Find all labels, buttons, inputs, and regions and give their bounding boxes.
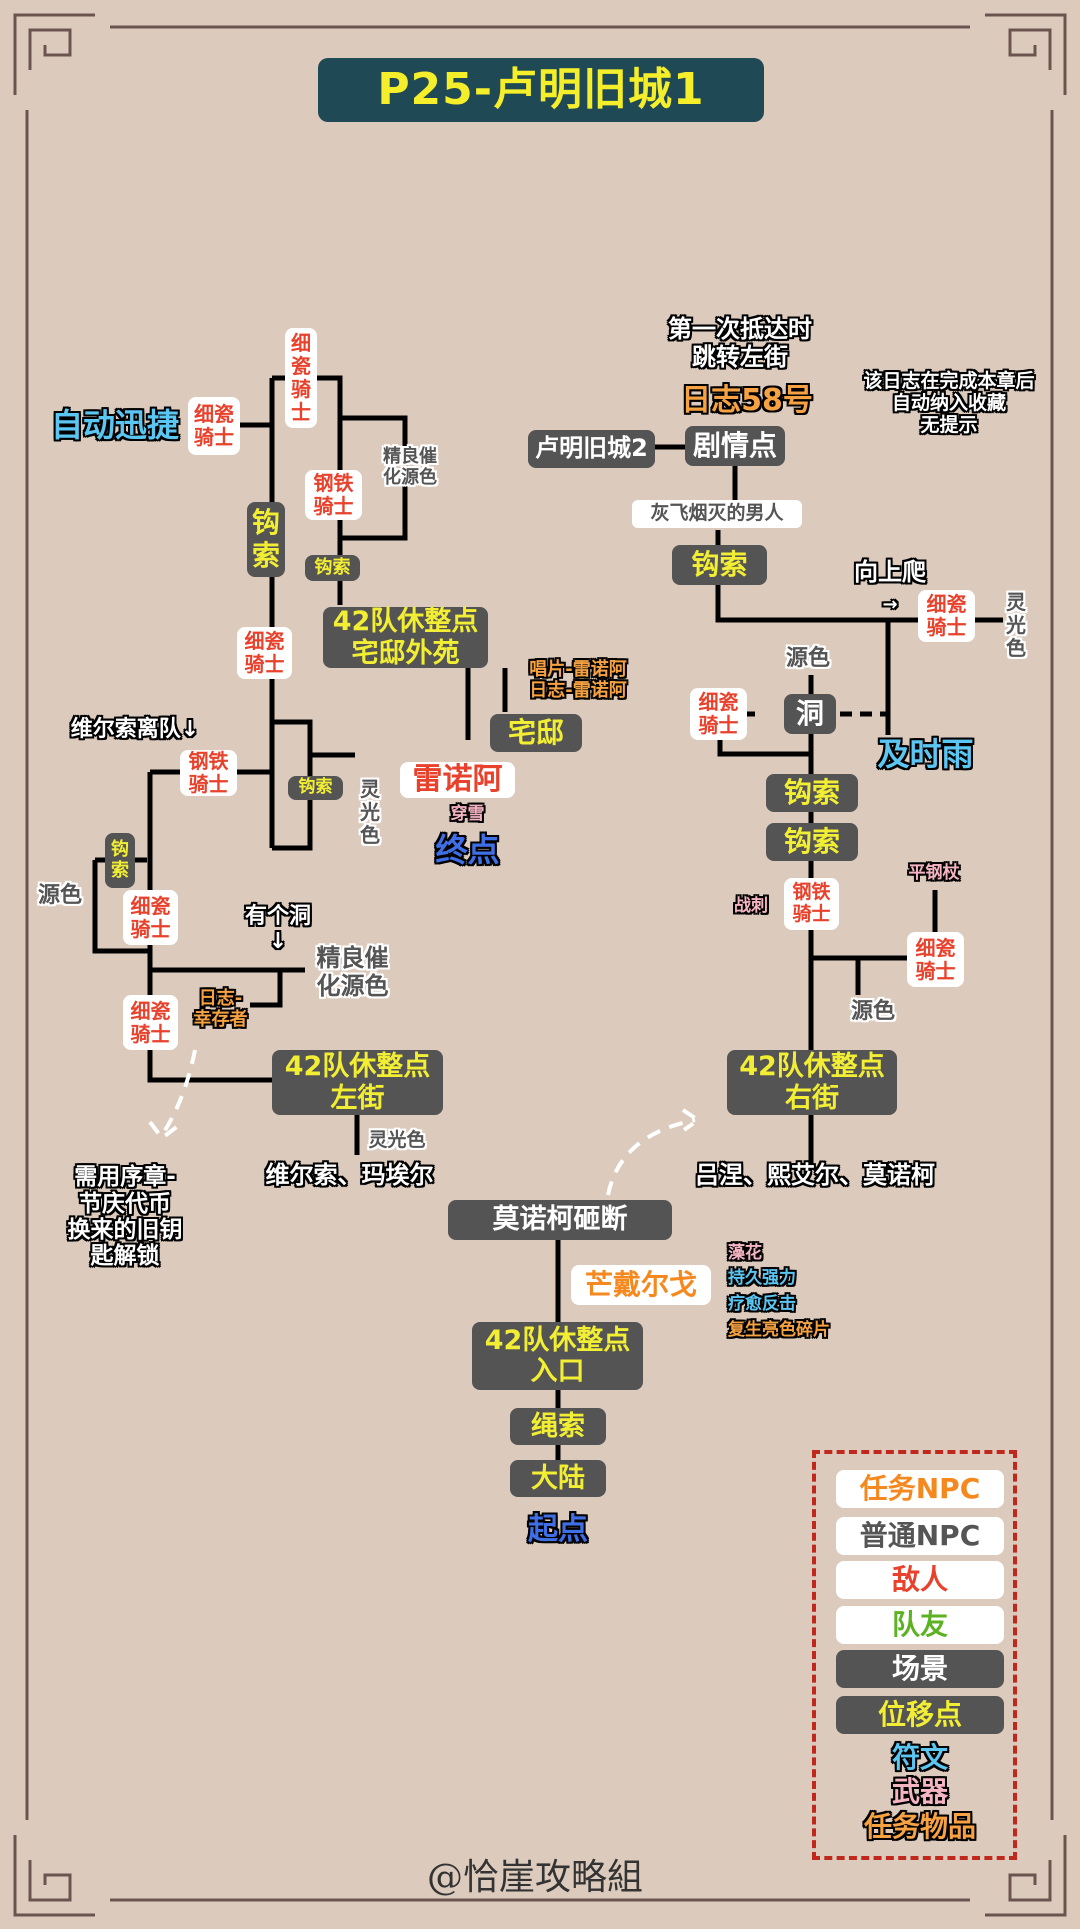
teleport-hook: 钩 索	[105, 833, 135, 888]
page-title: P25-卢明旧城1	[318, 58, 764, 122]
enemy-steel-knight: 钢铁 骑士	[180, 750, 237, 796]
arrow-right-icon: →	[882, 593, 898, 615]
scene-mansion: 宅邸	[490, 714, 582, 752]
scene-hole: 洞	[784, 694, 836, 734]
item-source-color: 源色	[785, 646, 830, 672]
legend-normal-npc: 普通NPC	[836, 1517, 1004, 1555]
note-hole: 有个洞 ↓	[244, 903, 311, 954]
note-journal-auto-collect: 该日志在完成本章后 自动纳入收藏 无提示	[863, 370, 1035, 436]
rest-point-entrance: 42队休整点 入口	[472, 1322, 643, 1390]
enemy-porcelain-knight: 细瓷 骑士	[237, 627, 292, 679]
enemy-porcelain-knight: 细瓷 骑士	[918, 590, 975, 642]
note-key-unlock: 需用序章- 节庆代币 换来的旧钥 匙解锁	[67, 1164, 183, 1270]
enemy-porcelain-knight: 细瓷 骑士	[188, 397, 240, 455]
legend-quest-npc: 任务NPC	[836, 1470, 1004, 1508]
teleport-hook: 钩索	[766, 774, 858, 812]
teleport-hook: 钩索	[672, 545, 767, 585]
quest-item-survivor-journal: 日志- 幸存者	[193, 988, 248, 1030]
legend-quest-item: 任务物品	[863, 1809, 976, 1843]
legend-ally: 队友	[836, 1606, 1004, 1644]
legend: 任务NPC 普通NPC 敌人 队友 场景 位移点 符文 武器 任务物品	[812, 1450, 1017, 1860]
item-source-color: 源色	[850, 999, 895, 1025]
teleport-hook: 钩 索	[247, 502, 285, 577]
quest-item-revive-shard: 复生亮色碎片	[728, 1320, 830, 1341]
teleport-hook: 钩索	[305, 555, 360, 581]
scene-continent: 大陆	[510, 1460, 606, 1497]
legend-teleport: 位移点	[836, 1696, 1004, 1734]
enemy-porcelain-knight: 细瓷 骑士	[690, 688, 747, 740]
author-signature: @恰崖攻略組	[426, 1857, 643, 1898]
rest-point-left-street: 42队休整点 左街	[272, 1050, 443, 1115]
item-source-color: 源色	[37, 883, 82, 909]
npcs-left-street: 维尔索、玛埃尔	[265, 1161, 434, 1190]
rest-point-right-street: 42队休整点 右街	[727, 1050, 897, 1115]
scene-lumiere-old-town-2: 卢明旧城2	[528, 430, 655, 468]
rune-auto-swift: 自动迅捷	[50, 405, 179, 444]
item-glow-color: 灵 光 色	[1006, 589, 1026, 660]
legend-enemy: 敌人	[836, 1561, 1004, 1599]
npcs-right-street: 吕涅、熙艾尔、莫诺柯	[695, 1161, 935, 1190]
enemy-steel-knight: 钢铁 骑士	[305, 470, 362, 520]
enemy-renoir: 雷诺阿	[400, 762, 515, 798]
weapon-pinggangzhang: 平钢杖	[908, 863, 960, 884]
enemy-steel-knight: 钢铁 骑士	[784, 878, 839, 930]
rune-timely-rain: 及时雨	[877, 734, 974, 773]
rune-lasting-power: 持久强力	[728, 1268, 796, 1289]
quest-item-journal-58: 日志58号	[681, 382, 813, 418]
start-point-label: 起点	[528, 1511, 588, 1547]
rune-heal-counter: 疗愈反击	[728, 1294, 796, 1315]
quest-items-renoir: 唱片-雷诺阿 日志-雷诺阿	[529, 659, 627, 701]
teleport-hook: 钩索	[766, 823, 858, 861]
npc-ashen-man: 灰飞烟灭的男人	[632, 500, 802, 528]
weapon-chuanxue: 穿雪	[450, 804, 485, 825]
item-glow-color: 灵光色	[368, 1129, 426, 1152]
item-fine-catalyst: 精良催 化源色	[383, 446, 437, 488]
enemy-porcelain-knight: 细瓷 骑士	[123, 995, 178, 1050]
teleport-rope: 绳索	[510, 1408, 606, 1445]
enemy-porcelain-knight: 细瓷 骑士	[907, 932, 964, 987]
end-point-label: 终点	[435, 830, 500, 869]
legend-rune: 符文	[891, 1740, 948, 1774]
teleport-hook: 钩索	[288, 776, 343, 800]
item-glow-color: 灵 光 色	[360, 777, 380, 847]
item-fine-catalyst: 精良催 化源色	[316, 943, 389, 1000]
weapon-zhanci: 战刺	[734, 896, 768, 917]
note-first-arrival: 第一次抵达时 跳转左街	[668, 315, 812, 371]
rest-point-mansion-garden: 42队休整点 宅邸外苑	[323, 606, 488, 669]
legend-scene: 场景	[836, 1650, 1004, 1688]
npc-mangdaerge: 芒戴尔戈	[571, 1265, 711, 1305]
note-climb-up: 向上爬	[854, 558, 926, 587]
enemy-porcelain-knight: 细 瓷 骑 士	[285, 328, 317, 428]
weapon-zaohua: 藻花	[728, 1243, 762, 1264]
legend-weapon: 武器	[891, 1774, 948, 1808]
note-verso-leaves: 维尔索离队↓	[70, 717, 200, 743]
scene-monoco-smash: 莫诺柯砸断	[448, 1200, 672, 1240]
enemy-porcelain-knight: 细瓷 骑士	[123, 890, 178, 945]
scene-story-point: 剧情点	[685, 426, 785, 466]
